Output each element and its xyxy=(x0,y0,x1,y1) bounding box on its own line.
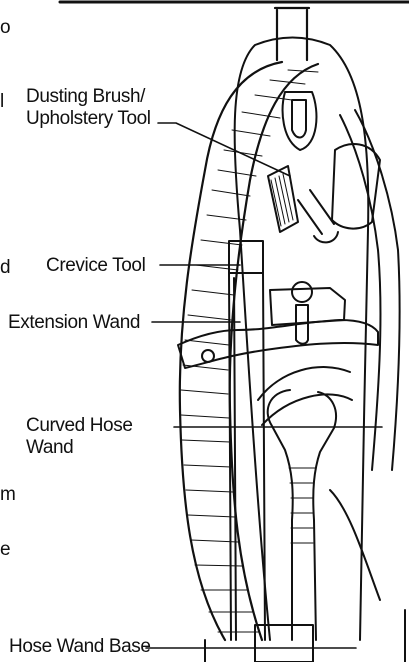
label-curved-hose-wand-line1: Curved Hose xyxy=(26,415,132,437)
wand-release-knob xyxy=(292,282,312,302)
vacuum-body-outline xyxy=(235,38,369,641)
label-crevice-tool: Crevice Tool xyxy=(46,255,145,277)
brush-bristles xyxy=(271,174,293,226)
right-hose-clip xyxy=(332,144,380,229)
motor-housing-curve xyxy=(258,367,352,425)
right-side-hose xyxy=(340,110,400,470)
label-hose-wand-base: Hose Wand Base xyxy=(9,636,151,658)
handle-tube-top xyxy=(275,8,309,60)
label-curved-hose-wand-line2: Wand xyxy=(26,437,132,459)
cropped-text-fragment-middle: d xyxy=(0,257,11,279)
cropped-text-fragment-top: o xyxy=(0,17,11,39)
hose-ribbing xyxy=(181,70,318,632)
label-dusting-brush-line1: Dusting Brush/ xyxy=(26,86,151,108)
hose-clamp xyxy=(178,320,378,368)
cropped-text-fragment-lower1: m xyxy=(0,484,16,506)
cropped-text-fragment-upper: l xyxy=(0,91,4,113)
hose-inner xyxy=(230,64,318,640)
label-dusting-brush-line2: Upholstery Tool xyxy=(26,108,151,130)
crevice-tool-shape xyxy=(229,241,263,273)
cropped-text-fragment-lower2: e xyxy=(0,539,11,561)
label-dusting-brush: Dusting Brush/ Upholstery Tool xyxy=(26,86,151,130)
label-curved-hose-wand: Curved Hose Wand xyxy=(26,415,132,459)
grip-slot xyxy=(292,100,306,138)
label-extension-wand: Extension Wand xyxy=(8,312,140,334)
clamp-knob xyxy=(202,350,214,362)
base-foot xyxy=(255,625,313,662)
